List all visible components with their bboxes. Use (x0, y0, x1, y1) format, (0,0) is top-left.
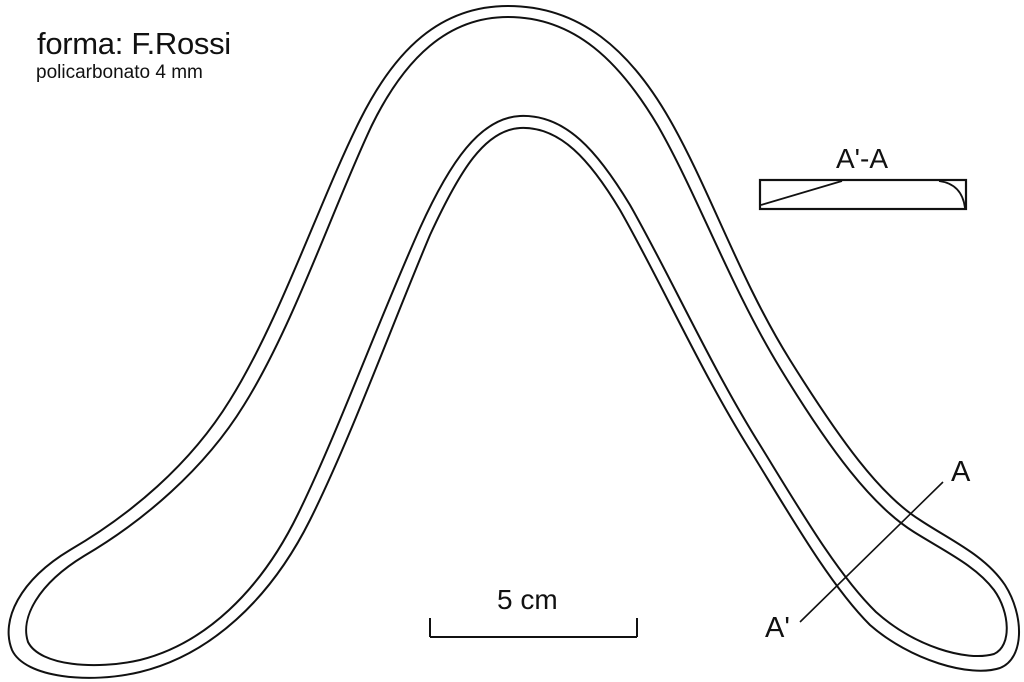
material-subtitle: policarbonato 4 mm (36, 62, 203, 83)
scale-bar (429, 618, 638, 638)
boomerang-inner-outline (25, 16, 1008, 667)
section-view (758, 178, 968, 211)
section-rectangle (758, 178, 968, 211)
scale-bar-label: 5 cm (497, 584, 558, 615)
section-leading-edge-line (760, 180, 843, 206)
section-view-label: A'-A (836, 143, 889, 174)
section-point-a-prime-label: A' (765, 612, 790, 644)
section-point-a-label: A (951, 456, 971, 488)
drawing-title: forma: F.Rossi (37, 26, 231, 61)
section-trailing-edge-curve (938, 180, 966, 209)
boomerang-outer-outline (7, 5, 1021, 679)
section-cut-line (799, 481, 944, 623)
